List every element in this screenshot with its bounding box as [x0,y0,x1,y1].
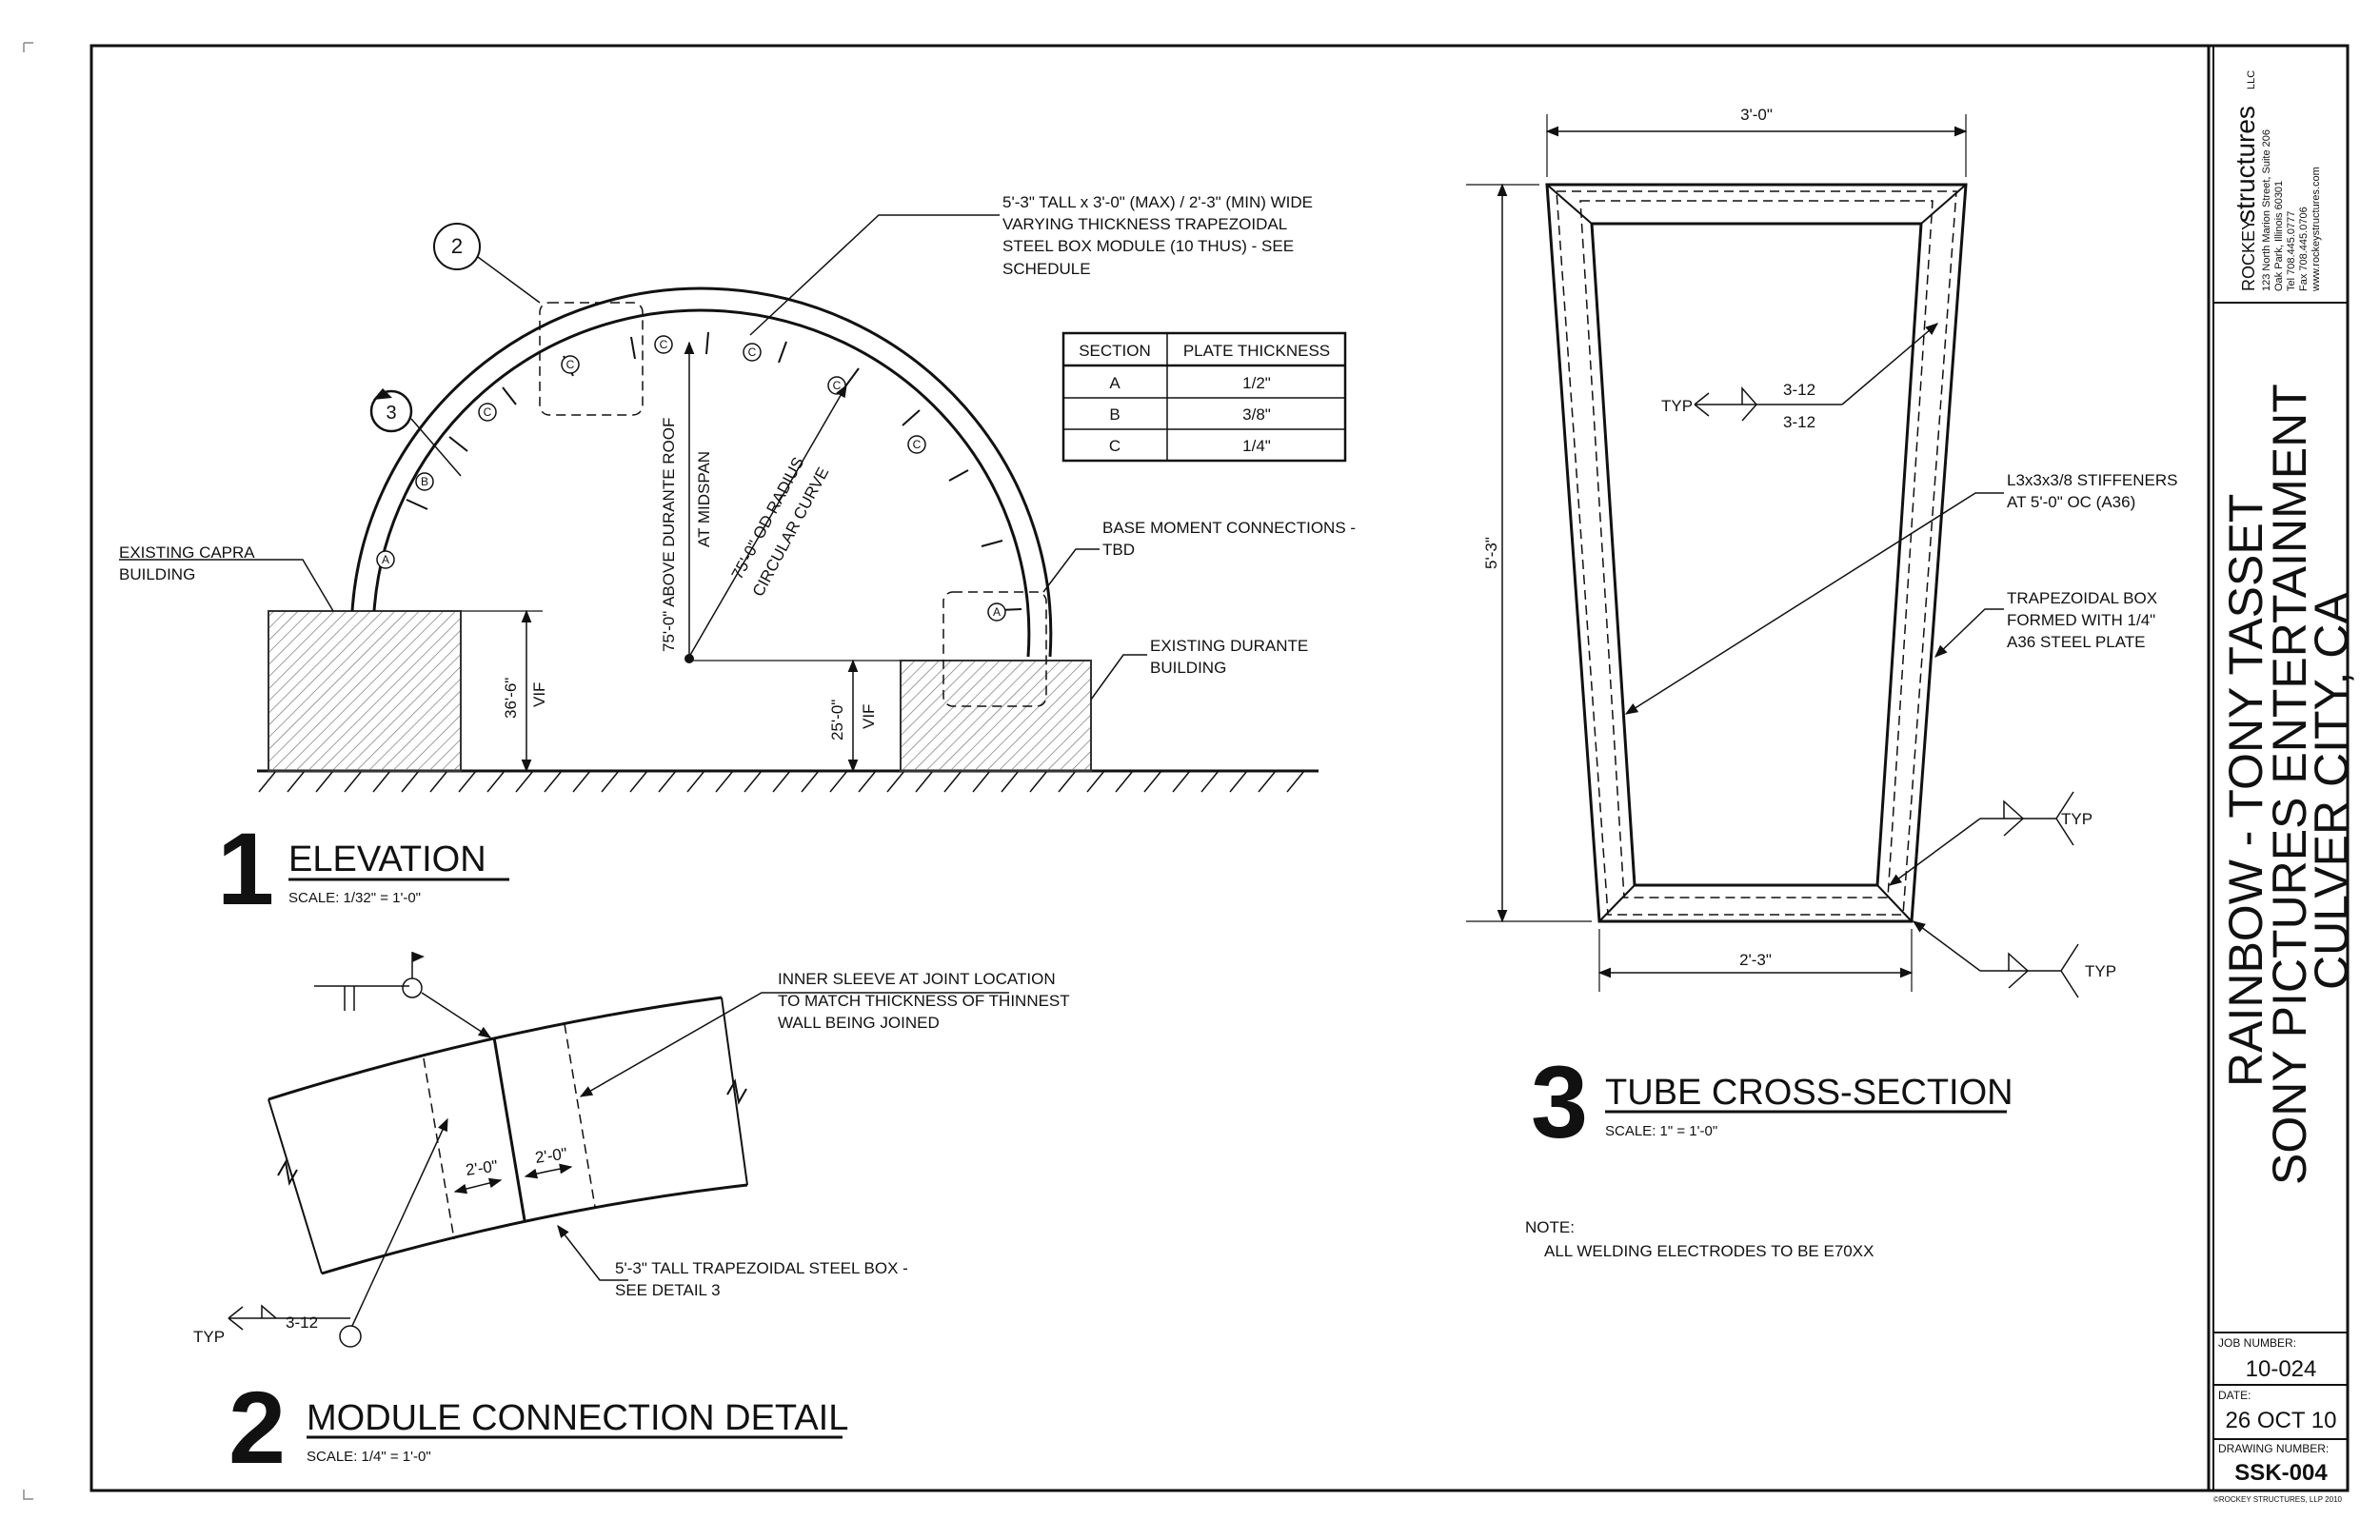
dim-sleeve-left: 2'-0" [465,1156,499,1179]
capra-note: BUILDING [119,565,195,583]
durante-note: BUILDING [1150,659,1226,677]
detail-scale: SCALE: 1/4" = 1'-0" [307,1449,431,1465]
module-note: STEEL BOX MODULE (10 THUS) - SEE [1002,237,1294,255]
box-plate-note: TRAPEZOIDAL BOX [2007,589,2157,607]
typ-label-upper: TYP [2061,810,2092,828]
section-label: B [421,475,428,488]
dim-height: 5'-3" [1482,537,1500,569]
section-label: A [382,553,389,566]
note-label: NOTE: [1525,1218,1575,1236]
schedule-cell: A [1109,374,1121,392]
company-address: Oak Park, Illinois 60301 [2273,181,2285,291]
project-location: CULVER CITY, CA [2305,592,2358,990]
date-value: 26 OCT 10 [2226,1408,2337,1433]
section-label: C [484,405,492,419]
vif-label: VIF [530,682,548,707]
drawing-number-label: DRAWING NUMBER: [2218,1442,2329,1455]
base-note: TBD [1102,541,1135,559]
section-label: C [748,346,757,359]
drawing-number: SSK-004 [2234,1460,2328,1486]
sleeve-note: INNER SLEEVE AT JOINT LOCATION [778,970,1056,988]
weld-size-label: 3-12 [286,1313,318,1332]
section-label: C [660,338,668,351]
callout-detail-3: 3 [386,403,396,424]
job-number: 10-024 [2246,1356,2317,1382]
durante-note: EXISTING DURANTE [1150,637,1308,655]
module-note: SCHEDULE [1002,260,1091,278]
callout-detail-2: 2 [451,234,463,258]
dim-capra-height: 36'-6" [502,678,520,719]
box-note: SEE DETAIL 3 [615,1281,721,1299]
company-suffix: LLC [2246,70,2257,89]
weld-typ-label: TYP [1661,397,1693,415]
detail-number: 1 [217,811,274,926]
schedule-cell: 1/4" [1242,437,1271,455]
weld-size-bottom: 3-12 [1783,413,1815,431]
dim-arch-height-sub: AT MIDSPAN [695,451,713,547]
stiffener-note: AT 5'-0" OC (A36) [2007,493,2135,511]
schedule-cell: C [1109,437,1121,455]
job-number-label: JOB NUMBER: [2218,1336,2296,1350]
sleeve-note: TO MATCH THICKNESS OF THINNEST [778,992,1070,1010]
arch-inner [372,308,1031,658]
company-address: 123 North Marion Street, Suite 206 [2261,129,2272,291]
capra-building [268,610,462,772]
detail-number: 3 [1531,1044,1588,1159]
section-label: C [833,379,842,392]
sleeve-note: WALL BEING JOINED [778,1014,940,1032]
dim-bottom-width: 2'-3" [1739,951,1772,969]
company-address: Fax 708.445.0706 [2298,207,2310,291]
dim-durante-height: 25'-0" [828,700,846,740]
weld-size-top: 3-12 [1783,381,1815,399]
detail-1-elevation: A B C C C C C C A 2 3 75'-0" ABOVE DURAN… [119,193,1356,926]
schedule-header: SECTION [1079,342,1151,360]
copyright: ©ROCKEY STRUCTURES, LLP 2010 [2213,1495,2343,1504]
schedule-cell: B [1109,405,1120,424]
plate-thickness-schedule: SECTION PLATE THICKNESS A 1/2" B 3/8" C … [1061,331,1347,463]
section-label: A [993,605,1001,619]
box-note: 5'-3" TALL TRAPEZOIDAL STEEL BOX - [615,1259,908,1277]
weld-typ-label: TYP [193,1328,225,1346]
module-note: VARYING THICKNESS TRAPEZOIDAL [1002,215,1287,233]
detail-title: TUBE CROSS-SECTION [1605,1073,2013,1113]
detail-title: ELEVATION [288,839,486,879]
project-client: SONY PICTURES ENTERTAINMENT [2263,384,2316,1185]
stiffener-note: L3x3x3/8 STIFFENERS [2007,471,2178,489]
detail-3-tube-cross-section: 3'-0" 2'-3" 5'-3" TYP 3-12 3-12 L3x3x3/8… [1466,106,2178,1159]
box-plate-note: A36 STEEL PLATE [2007,633,2146,651]
dim-sleeve-right: 2'-0" [534,1144,568,1167]
company-prefix: ROCKEY [2239,219,2258,291]
company-name: structures [2231,106,2260,223]
section-label: C [913,438,922,451]
dim-arch-height: 75'-0" ABOVE DURANTE ROOF [660,418,678,652]
general-note: NOTE: ALL WELDING ELECTRODES TO BE E70XX [1525,1218,1874,1260]
detail-scale: SCALE: 1" = 1'-0" [1605,1123,1717,1139]
note-text: ALL WELDING ELECTRODES TO BE E70XX [1544,1242,1874,1260]
schedule-cell: 3/8" [1242,405,1271,424]
module-note: 5'-3" TALL x 3'-0" (MAX) / 2'-3" (MIN) W… [1002,193,1313,211]
title-block: ROCKEY structures LLC 123 North Marion S… [2212,45,2358,1504]
capra-note: EXISTING CAPRA [119,543,255,562]
detail-scale: SCALE: 1/32" = 1'-0" [288,890,421,906]
project-title: RAINBOW - TONY TASSET [2219,494,2272,1087]
detail-2-module-connection: 2'-0" 2'-0" TYP 3-12 INNER SLEEVE AT JOI… [193,952,1070,1485]
detail-number: 2 [228,1370,286,1485]
company-address: Tel 708.445.0777 [2286,211,2297,291]
schedule-cell: 1/2" [1242,374,1271,392]
base-note: BASE MOMENT CONNECTIONS - [1102,519,1356,537]
detail-title: MODULE CONNECTION DETAIL [307,1398,848,1438]
date-label: DATE: [2218,1389,2251,1402]
dim-top-width: 3'-0" [1740,106,1773,124]
company-website: www.rockeystructures.com [2311,167,2322,292]
schedule-header: PLATE THICKNESS [1183,342,1330,360]
section-label: C [566,358,575,371]
durante-building [900,660,1092,772]
typ-label-lower: TYP [2085,962,2116,980]
arch-outer [350,286,1053,658]
vif-label: VIF [860,704,878,729]
box-plate-note: FORMED WITH 1/4" [2007,611,2155,629]
